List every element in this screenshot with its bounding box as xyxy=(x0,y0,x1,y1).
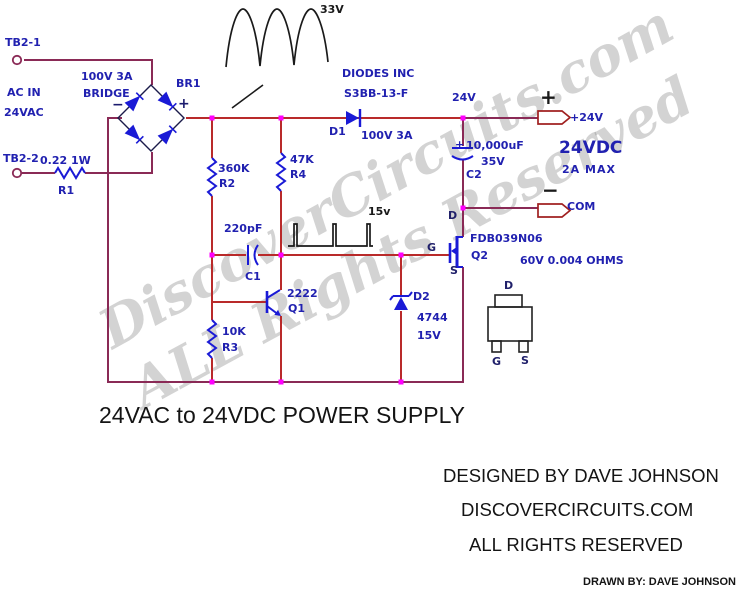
output-minus-sign: − xyxy=(542,178,559,202)
q2-part: FDB039N06 xyxy=(470,232,543,245)
d2-part: 4744 xyxy=(417,311,448,324)
q2-pin-s-label: S xyxy=(450,264,458,277)
output-spec-current: 2A MAX xyxy=(562,163,616,176)
q1-part: 2222 xyxy=(287,287,318,300)
d1-rating: 100V 3A xyxy=(361,129,413,142)
credit-designed-by: DESIGNED BY DAVE JOHNSON xyxy=(443,465,719,486)
c2-polarity-sign: + xyxy=(455,138,465,151)
credit-website: DISCOVERCIRCUITS.COM xyxy=(461,499,694,520)
rail-voltage-label: 24V xyxy=(452,91,476,104)
bridge-minus-sign: − xyxy=(112,97,124,113)
c2-voltage: 35V xyxy=(481,155,505,168)
waveform-pointer xyxy=(231,84,264,109)
r3-value: 10K xyxy=(222,325,246,338)
r4-symbol xyxy=(275,152,287,192)
pulse-peak-label: 15v xyxy=(368,205,391,218)
com-flag xyxy=(537,203,572,218)
ac-in-label: AC IN xyxy=(7,86,41,99)
c1-ref: C1 xyxy=(245,270,261,283)
terminal-circles xyxy=(11,54,23,179)
bridge-plus-sign: + xyxy=(178,96,190,112)
d2-ref: D2 xyxy=(413,290,430,303)
c2-symbol xyxy=(451,147,474,161)
c2-value: 10,000uF xyxy=(466,139,524,152)
r3-ref: R3 xyxy=(222,341,239,354)
d1-ref: D1 xyxy=(329,125,346,138)
q1-ref: Q1 xyxy=(288,302,306,315)
output-plus-sign: + xyxy=(540,85,557,109)
package-drawing xyxy=(487,294,533,353)
schematic-title: 24VAC to 24VDC POWER SUPPLY xyxy=(99,402,466,428)
d2-voltage: 15V xyxy=(417,329,441,342)
q2-ref: Q2 xyxy=(471,249,489,262)
bridge-rating: 100V 3A xyxy=(81,70,133,83)
c1-symbol xyxy=(247,244,259,266)
junction-dots xyxy=(209,115,466,385)
sine-peak-label: 33V xyxy=(320,3,344,16)
c1-value: 220pF xyxy=(224,222,263,235)
q1-symbol xyxy=(265,289,281,316)
credit-rights: ALL RIGHTS RESERVED xyxy=(469,534,683,555)
bridge-rectifier-symbol xyxy=(117,84,185,152)
r1-value: 0.22 1W xyxy=(40,154,91,167)
bridge-ref: BR1 xyxy=(176,77,201,90)
tb2-2-label: TB2-2 xyxy=(3,152,39,165)
inner-wires xyxy=(186,117,463,382)
r4-ref: R4 xyxy=(290,168,307,181)
d2-symbol xyxy=(389,291,413,310)
r2-symbol xyxy=(206,157,218,197)
output-spec-voltage: 24VDC xyxy=(559,138,623,158)
bridge-name: BRIDGE xyxy=(83,87,130,100)
tb2-1-label: TB2-1 xyxy=(5,36,41,49)
package-pin-s-label: S xyxy=(521,354,529,367)
package-pin-g-label: G xyxy=(492,355,502,368)
ac-voltage-label: 24VAC xyxy=(4,106,44,119)
r1-symbol xyxy=(54,166,86,180)
output-flags xyxy=(537,110,572,218)
pulse-waveform xyxy=(288,223,373,247)
tb2-1-terminal xyxy=(11,54,23,66)
d1-symbol xyxy=(346,109,362,127)
c2-ref: C2 xyxy=(466,168,482,181)
q2-rating: 60V 0.004 OHMS xyxy=(520,254,624,267)
d1-manufacturer: DIODES INC xyxy=(342,67,415,80)
com-label: COM xyxy=(567,200,596,213)
r2-ref: R2 xyxy=(219,177,236,190)
package-pin-d-label: D xyxy=(504,279,514,292)
r3-symbol xyxy=(206,319,218,359)
r1-ref: R1 xyxy=(58,184,75,197)
q2-symbol xyxy=(448,236,463,268)
r4-value: 47K xyxy=(290,153,314,166)
sine-waveform xyxy=(225,8,329,68)
credit-drawn-by: DRAWN BY: DAVE JOHNSON xyxy=(583,576,736,588)
q2-pin-d-label: D xyxy=(448,209,458,222)
resistor-symbols xyxy=(54,152,287,359)
q2-pin-g-label: G xyxy=(427,241,437,254)
d1-part: S3BB-13-F xyxy=(344,87,409,100)
outer-wires xyxy=(22,59,538,383)
tb2-2-terminal xyxy=(11,167,23,179)
plus24v-label: +24V xyxy=(570,111,604,124)
plus24v-flag xyxy=(537,110,572,125)
r2-value: 360K xyxy=(218,162,250,175)
